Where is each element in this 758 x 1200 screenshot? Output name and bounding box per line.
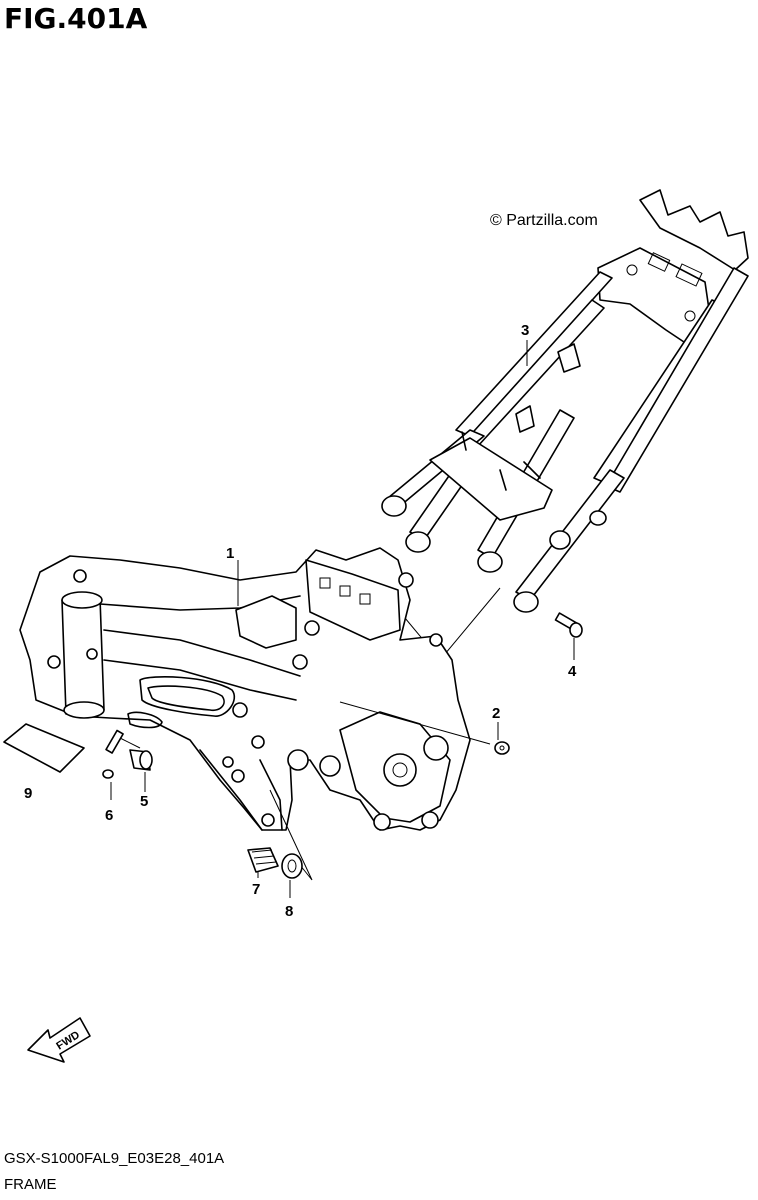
nut-8-drawing[interactable] (281, 853, 303, 879)
figure-title: FIG.401A (4, 2, 148, 35)
callout-6[interactable]: 6 (105, 807, 113, 824)
callout-9[interactable]: 9 (24, 785, 32, 802)
main-frame-drawing[interactable] (19, 547, 471, 831)
bolt-6-drawing[interactable] (102, 729, 124, 779)
callout-3[interactable]: 3 (521, 322, 529, 339)
bolt-4-drawing[interactable] (554, 612, 583, 638)
callout-5[interactable]: 5 (140, 793, 148, 810)
model-code: GSX-S1000FAL9_E03E28_401A (4, 1150, 225, 1167)
callout-2[interactable]: 2 (492, 705, 500, 722)
callout-8[interactable]: 8 (285, 903, 293, 920)
fwd-arrow-icon: FWD (27, 1017, 91, 1063)
spacer-5-drawing[interactable] (129, 749, 153, 771)
callout-1[interactable]: 1 (226, 545, 234, 562)
label-9-drawing[interactable] (3, 723, 85, 773)
plug-2-drawing[interactable] (494, 741, 510, 755)
callout-4[interactable]: 4 (568, 663, 577, 680)
copyright-watermark: © Partzilla.com (490, 212, 598, 229)
callout-7[interactable]: 7 (252, 881, 260, 898)
seat-rail-drawing[interactable] (381, 189, 749, 613)
adjuster-bolt-7-drawing[interactable] (247, 847, 279, 873)
section-name: FRAME (4, 1176, 57, 1193)
